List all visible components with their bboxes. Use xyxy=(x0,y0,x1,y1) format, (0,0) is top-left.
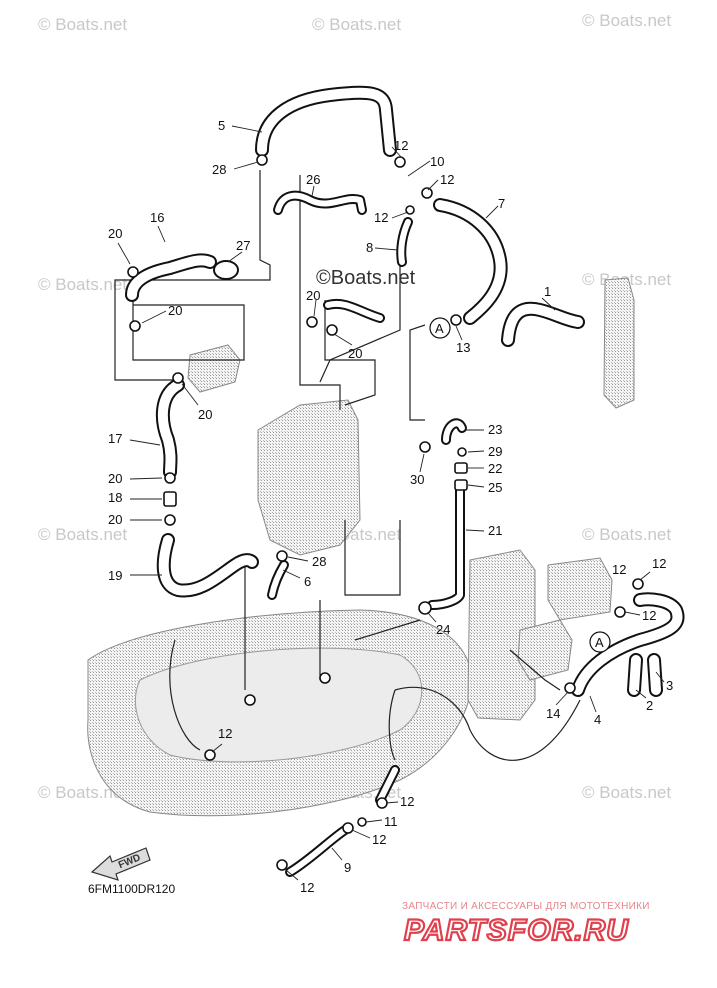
callout: 12 xyxy=(218,726,232,741)
callout: 17 xyxy=(108,431,122,446)
callout: 8 xyxy=(366,240,373,255)
brand-logo: PARTSFOR.RU xyxy=(404,914,629,947)
callout: 12 xyxy=(642,608,656,623)
callout: 23 xyxy=(488,422,502,437)
callout: 18 xyxy=(108,490,122,505)
callout: 25 xyxy=(488,480,502,495)
callout: 12 xyxy=(612,562,626,577)
watermark: © Boats.net xyxy=(582,783,671,802)
callout: 2 xyxy=(646,698,653,713)
callout-labels: 5 12 10 12 28 26 12 7 16 20 27 8 1 20 20… xyxy=(108,118,673,895)
callout: 21 xyxy=(488,523,502,538)
brand-footer: ЗАПЧАСТИ И АКСЕССУАРЫ ДЛЯ МОТОТЕХНИКИ PA… xyxy=(402,901,650,948)
callout: 1 xyxy=(544,284,551,299)
callout: 16 xyxy=(150,210,164,225)
callout: 4 xyxy=(594,712,601,727)
reference-marker-a-top: A xyxy=(429,317,451,339)
brand-tagline: ЗАПЧАСТИ И АКСЕССУАРЫ ДЛЯ МОТОТЕХНИКИ xyxy=(402,901,650,912)
callout: 29 xyxy=(488,444,502,459)
callout: 12 xyxy=(400,794,414,809)
callout: 12 xyxy=(440,172,454,187)
callout: 20 xyxy=(108,512,122,527)
bottom-cowling-illustration xyxy=(87,609,473,817)
callout: 5 xyxy=(218,118,225,133)
callout: 11 xyxy=(384,814,398,829)
hose-5 xyxy=(255,85,397,157)
callout: 7 xyxy=(498,196,505,211)
callout: 10 xyxy=(430,154,444,169)
watermark: © Boats.net xyxy=(582,525,671,544)
watermark: © Boats.net xyxy=(38,525,127,544)
callout: 20 xyxy=(168,303,182,318)
callout: 30 xyxy=(410,472,424,487)
routing-lines xyxy=(114,170,581,761)
callout: 12 xyxy=(374,210,388,225)
callout: 26 xyxy=(306,172,320,187)
callout: 12 xyxy=(372,832,386,847)
leader-lines xyxy=(117,125,665,881)
watermark: © Boats.net xyxy=(312,15,401,34)
watermark: © Boats.net xyxy=(38,15,127,34)
callout: 20 xyxy=(108,471,122,486)
callout: 24 xyxy=(436,622,450,637)
svg-text:A: A xyxy=(595,635,604,650)
engine-block-illustration xyxy=(187,344,361,556)
clamp-27 xyxy=(213,260,239,280)
callout: 20 xyxy=(348,346,362,361)
callout: 20 xyxy=(306,288,320,303)
watermark: © Boats.net xyxy=(582,11,671,30)
hoses xyxy=(125,85,685,877)
watermark: © Boats.net xyxy=(38,275,127,294)
watermark: © Boats.net xyxy=(38,783,127,802)
callout: 12 xyxy=(394,138,408,153)
callout: 12 xyxy=(300,880,314,895)
fwd-arrow-icon: FWD xyxy=(90,847,151,881)
callout: 12 xyxy=(652,556,666,571)
fuel-pump-illustration xyxy=(467,277,635,721)
callout: 14 xyxy=(546,706,560,721)
callout: 20 xyxy=(198,407,212,422)
callout: 9 xyxy=(344,860,351,875)
callout: 28 xyxy=(212,162,226,177)
callout: 6 xyxy=(304,574,311,589)
diagram-code: 6FM1100DR120 xyxy=(88,882,175,896)
callout: 27 xyxy=(236,238,250,253)
callout: 20 xyxy=(108,226,122,241)
center-watermark: ©Boats.net xyxy=(316,267,416,289)
callout: 19 xyxy=(108,568,122,583)
clamps xyxy=(127,154,644,871)
callout: 22 xyxy=(488,461,502,476)
reference-marker-a-bottom: A xyxy=(589,631,611,653)
svg-text:A: A xyxy=(435,321,444,336)
callout: 3 xyxy=(666,678,673,693)
callout: 28 xyxy=(312,554,326,569)
callout: 13 xyxy=(456,340,470,355)
